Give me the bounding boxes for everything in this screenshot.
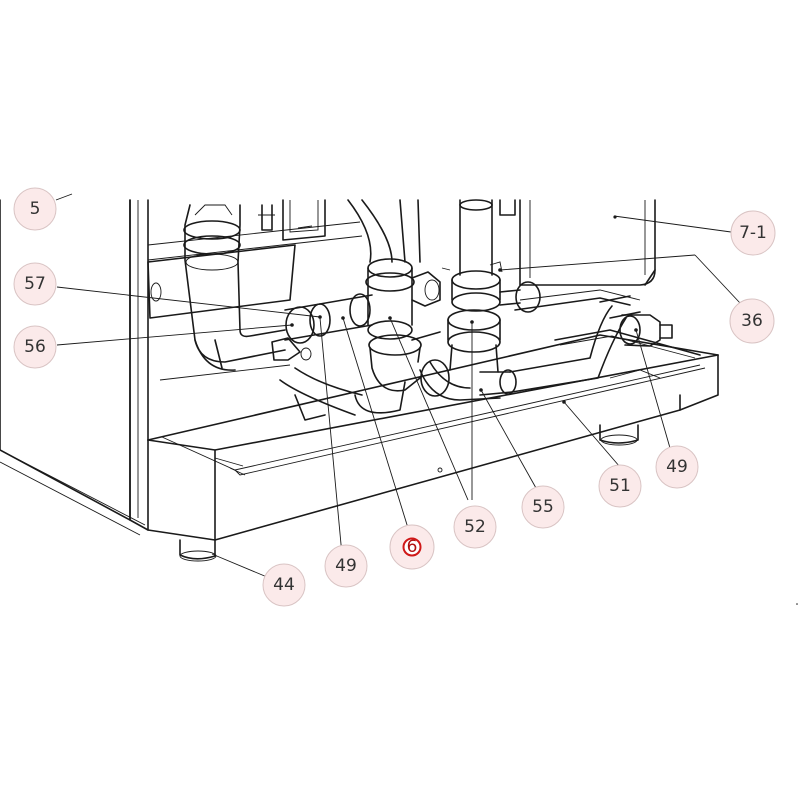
callout-55: 55 <box>521 485 565 529</box>
center-pipes <box>279 199 441 421</box>
callout-55-label: 55 <box>532 497 554 517</box>
callout-56-label: 56 <box>24 337 46 357</box>
right-vertical-pipe <box>419 199 541 401</box>
callout-5-label: 5 <box>30 199 41 219</box>
horizontal-pipe <box>271 293 373 361</box>
base-tray <box>147 334 719 562</box>
callout-49-left-label: 49 <box>335 556 357 576</box>
callout-57-label: 57 <box>24 274 46 294</box>
callout-57: 57 <box>13 262 57 306</box>
callout-51: 51 <box>598 464 642 508</box>
callout-44: 44 <box>262 563 306 607</box>
heat-exchanger-housing <box>514 199 656 311</box>
callout-49-right-label: 49 <box>666 457 688 477</box>
callout-7-1-label: 7-1 <box>739 223 767 243</box>
callout-7-1: 7-1 <box>730 210 776 256</box>
callout-36: 36 <box>729 298 775 344</box>
callout-49-right: 49 <box>655 445 699 489</box>
control-box <box>282 199 326 241</box>
callout-5: 5 <box>13 187 57 231</box>
callout-56: 56 <box>13 325 57 369</box>
callout-36-label: 36 <box>741 311 763 331</box>
callout-52-label: 52 <box>464 517 486 537</box>
boiler-cabinet <box>0 199 656 536</box>
callout-44-label: 44 <box>273 575 295 595</box>
left-vertical-pipe <box>147 204 296 371</box>
right-return-pipe <box>509 295 701 393</box>
callout-6-label: 6 <box>407 537 418 557</box>
callout-49-left: 49 <box>324 544 368 588</box>
callout-52: 52 <box>453 505 497 549</box>
callout-51-label: 51 <box>609 476 631 496</box>
leader-lines <box>55 193 741 578</box>
callout-6: 6 <box>389 524 435 570</box>
